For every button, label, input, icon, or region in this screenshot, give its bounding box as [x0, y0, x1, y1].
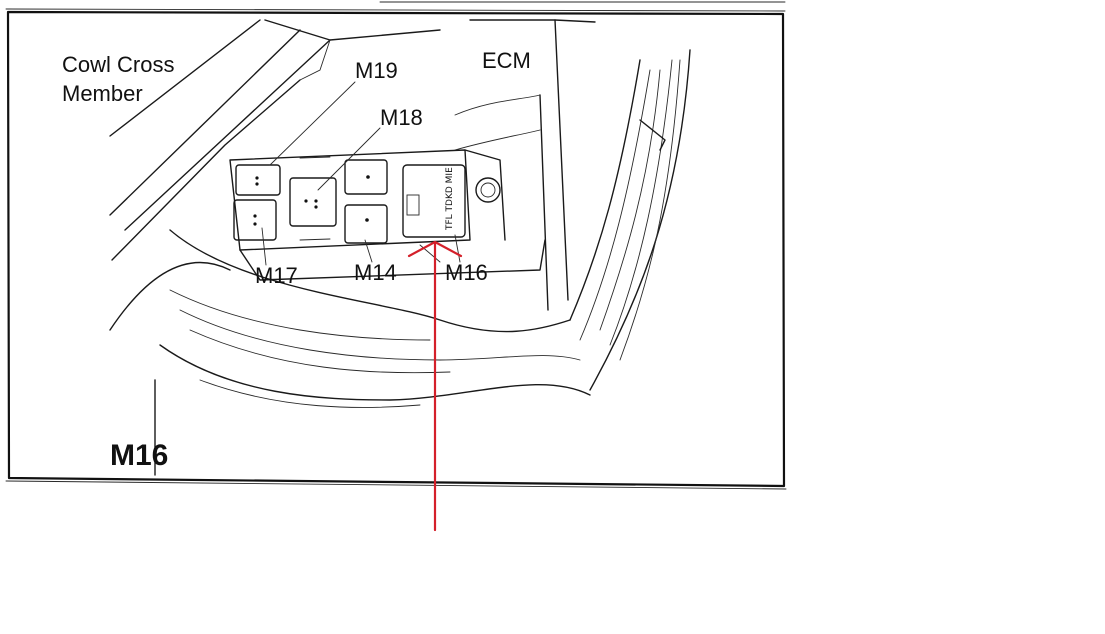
diagram-caption: M16: [110, 439, 168, 472]
leader-lines: [261, 81, 461, 266]
label-m19: M19: [355, 58, 398, 83]
label-cowl-cross-line1: Cowl Cross: [62, 52, 174, 77]
red-arrow-head: [407, 240, 463, 258]
relay-block-drawing: [229, 149, 546, 281]
relay-m16-printed-marking: TFL TDKD MIE: [445, 167, 455, 231]
relay-m16: TFL TDKD MIE: [402, 164, 466, 238]
label-ecm: ECM: [482, 48, 531, 73]
red-pointer-arrow: [407, 240, 463, 532]
relay-m18: [289, 177, 337, 227]
ecm-panel-drawing: [454, 19, 596, 311]
right-harness-drawing: [569, 49, 691, 391]
label-m14: M14: [354, 260, 397, 285]
relay-m14: [344, 204, 388, 244]
relay-m17: [233, 199, 277, 241]
label-m17: M17: [255, 263, 298, 288]
diagram-frame: [5, 1, 787, 490]
relay-upper-middle: [344, 159, 388, 195]
cowl-cross-member-drawing: [109, 19, 441, 261]
label-m16: M16: [445, 260, 488, 285]
lower-harness-drawing: [109, 229, 591, 476]
label-cowl-cross-line2: Member: [62, 81, 143, 106]
label-m18: M18: [380, 105, 423, 130]
relay-m19: [235, 164, 281, 196]
